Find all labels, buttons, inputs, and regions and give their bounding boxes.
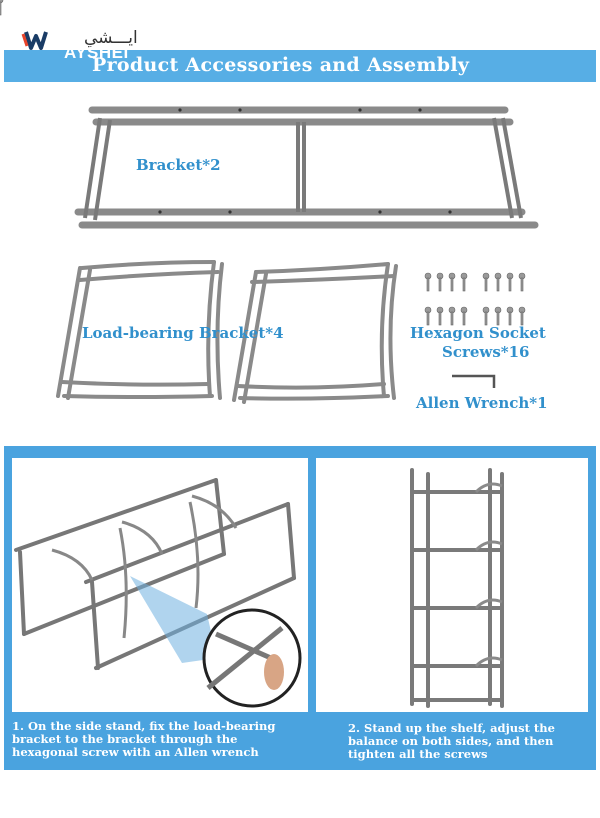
section-banner: Product Accessories and Assembly (4, 50, 596, 82)
step1-caption: 1. On the side stand, fix the load-beari… (12, 720, 275, 759)
assembly-steps: 1. On the side stand, fix the load-beari… (4, 446, 596, 770)
step2-image (316, 458, 588, 712)
screws-label-line1: Hexagon Socket (410, 324, 546, 342)
step1-line: bracket to the bracket through the (12, 732, 238, 746)
brand-arabic-name: ايـــشي (84, 28, 138, 48)
step2-caption: 2. Stand up the shelf, adjust the balanc… (348, 722, 555, 761)
brand-latin-name: AYSHEI (64, 43, 129, 62)
step2-line: tighten all the screws (348, 747, 488, 761)
screws-label-line2: Screws*16 (442, 343, 530, 361)
step1-image (12, 458, 308, 712)
step2-line: balance on both sides, and then (348, 734, 554, 748)
bracket-label: Bracket*2 (136, 156, 221, 174)
step1-line: hexagonal screw with an Allen wrench (12, 745, 259, 759)
banner-title: Product Accessories and Assembly (92, 54, 470, 76)
allen-wrench-label: Allen Wrench*1 (416, 394, 548, 412)
step2-line: 2. Stand up the shelf, adjust the (348, 721, 555, 735)
load-bearing-bracket-label: Load-bearing Bracket*4 (82, 324, 284, 342)
hand-icon (264, 654, 284, 690)
step1-line: 1. On the side stand, fix the load-beari… (12, 719, 276, 733)
